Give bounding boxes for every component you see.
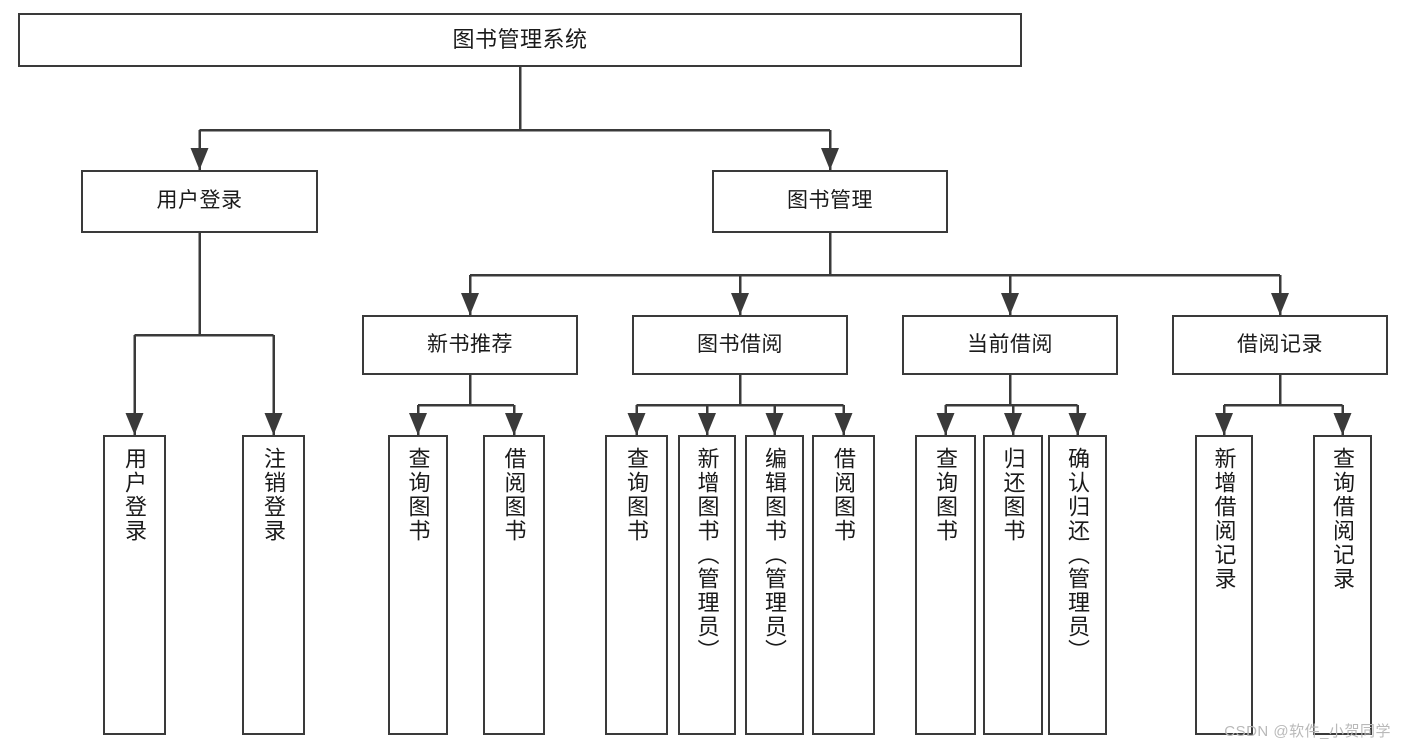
node-borrow-record-label: 借阅记录 (1237, 332, 1323, 356)
node-current-borrow-label: 当前借阅 (967, 332, 1053, 356)
leaf-borrow-book-recommend-label: 借阅图书 (501, 447, 527, 543)
leaf-query-borrow-record-label: 查询借阅记录 (1330, 447, 1356, 591)
watermark: CSDN @软件_小贺同学 (1224, 723, 1391, 740)
node-new-book-recommend-label: 新书推荐 (427, 332, 513, 356)
leaf-query-book-recommend-label: 查询图书 (405, 447, 431, 543)
node-borrow-record[interactable]: 借阅记录 (1172, 315, 1388, 375)
leaf-query-book-current-label: 查询图书 (933, 447, 959, 543)
leaf-edit-book[interactable]: 编辑图书（管理员） (745, 435, 804, 735)
node-root-label: 图书管理系统 (452, 27, 588, 53)
leaf-edit-book-label: 编辑图书（管理员） (762, 447, 788, 663)
leaf-user-login-label: 用户登录 (122, 447, 148, 543)
leaf-logout-label: 注销登录 (261, 447, 287, 543)
leaf-borrow-book-label: 借阅图书 (831, 447, 857, 543)
leaf-return-book[interactable]: 归还图书 (983, 435, 1043, 735)
leaf-logout[interactable]: 注销登录 (242, 435, 305, 735)
node-book-borrow[interactable]: 图书借阅 (632, 315, 848, 375)
node-user-login-label: 用户登录 (156, 189, 243, 213)
leaf-query-book-borrow[interactable]: 查询图书 (605, 435, 668, 735)
node-book-manage[interactable]: 图书管理 (712, 170, 948, 233)
leaf-query-book-current[interactable]: 查询图书 (915, 435, 976, 735)
node-book-manage-label: 图书管理 (787, 189, 873, 213)
leaf-confirm-return[interactable]: 确认归还（管理员） (1048, 435, 1107, 735)
leaf-query-book-borrow-label: 查询图书 (624, 447, 650, 543)
leaf-add-borrow-record-label: 新增借阅记录 (1211, 447, 1237, 591)
leaf-query-book-recommend[interactable]: 查询图书 (388, 435, 448, 735)
leaf-confirm-return-label: 确认归还（管理员） (1065, 447, 1091, 663)
node-book-borrow-label: 图书借阅 (697, 332, 783, 356)
leaf-user-login[interactable]: 用户登录 (103, 435, 166, 735)
leaf-add-borrow-record[interactable]: 新增借阅记录 (1195, 435, 1253, 735)
leaf-query-borrow-record[interactable]: 查询借阅记录 (1313, 435, 1372, 735)
leaf-borrow-book[interactable]: 借阅图书 (812, 435, 875, 735)
leaf-add-book-label: 新增图书（管理员） (694, 447, 720, 663)
leaf-borrow-book-recommend[interactable]: 借阅图书 (483, 435, 545, 735)
leaf-return-book-label: 归还图书 (1000, 447, 1026, 543)
node-user-login[interactable]: 用户登录 (81, 170, 318, 233)
node-new-book-recommend[interactable]: 新书推荐 (362, 315, 578, 375)
leaf-add-book[interactable]: 新增图书（管理员） (678, 435, 736, 735)
node-current-borrow[interactable]: 当前借阅 (902, 315, 1118, 375)
node-root[interactable]: 图书管理系统 (18, 13, 1022, 67)
